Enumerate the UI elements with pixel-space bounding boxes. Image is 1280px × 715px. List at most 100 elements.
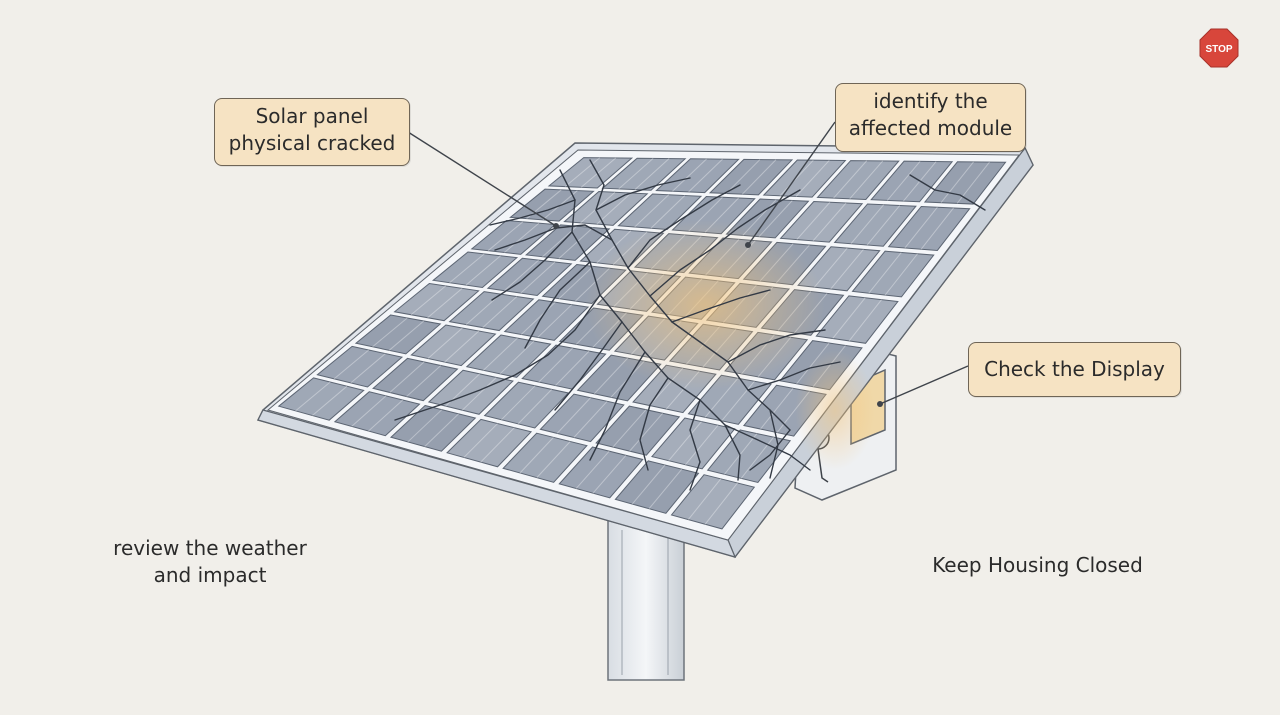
callout-identify-module: identify the affected module bbox=[835, 83, 1026, 152]
cell-sheen-line bbox=[631, 464, 666, 505]
callout-cracked-line2: physical cracked bbox=[228, 131, 396, 155]
cell-sheen-line bbox=[779, 159, 814, 197]
callout-module-line1: identify the bbox=[873, 89, 988, 113]
solar-cell bbox=[815, 295, 899, 344]
cell-sheen-line bbox=[503, 259, 539, 292]
cell-sheen-line bbox=[618, 157, 654, 190]
cell-sheen-line bbox=[556, 397, 591, 434]
cell-sheen-line bbox=[480, 427, 515, 463]
cell-sheen-line bbox=[920, 207, 954, 250]
leader-lines bbox=[407, 121, 969, 407]
cell-sheen-line bbox=[312, 385, 348, 416]
solar-cell bbox=[427, 369, 514, 415]
solar-cell bbox=[333, 391, 421, 437]
cell-sheen-line bbox=[634, 194, 670, 228]
solar-cell bbox=[779, 200, 864, 243]
solar-cell bbox=[393, 282, 480, 322]
cell-sheen-line bbox=[558, 227, 594, 259]
solar-cell bbox=[354, 314, 442, 355]
solar-cell bbox=[372, 357, 459, 402]
cell-sheen-line bbox=[884, 253, 918, 296]
cell-sheen-line bbox=[372, 317, 408, 348]
crack-lines bbox=[394, 159, 986, 491]
cell-sheen-line bbox=[833, 160, 868, 199]
cell-sheen-line bbox=[424, 413, 459, 447]
cell-sheen-line bbox=[487, 221, 524, 252]
cell-sheen-line bbox=[795, 159, 830, 197]
cell-sheen-line bbox=[517, 389, 553, 425]
solar-cell bbox=[558, 446, 644, 499]
solar-cell bbox=[446, 418, 533, 468]
solar-cell bbox=[483, 381, 570, 429]
cell-sheen-line bbox=[461, 377, 497, 411]
display-glow bbox=[795, 350, 875, 470]
cell-sheen-line bbox=[672, 158, 707, 192]
cell-sheen-line bbox=[389, 361, 425, 393]
callout-solar-panel-cracked: Solar panel physical cracked bbox=[214, 98, 410, 166]
leader-cracked bbox=[407, 131, 557, 227]
cell-sheen-line bbox=[520, 301, 556, 335]
solar-cell bbox=[851, 250, 935, 298]
leader-module bbox=[747, 121, 836, 246]
cell-sheen-line bbox=[295, 381, 331, 412]
cell-sheen-line bbox=[758, 200, 793, 237]
cell-sheen-line bbox=[704, 482, 738, 525]
solar-cell bbox=[887, 205, 971, 251]
solar-cell bbox=[465, 334, 552, 378]
cell-sheen-line bbox=[650, 195, 686, 229]
cell-sheen-line bbox=[760, 387, 794, 430]
cell-sheen-line bbox=[564, 157, 601, 187]
cell-sheen-line bbox=[580, 191, 616, 224]
cell-sheen-line bbox=[812, 202, 847, 242]
cell-sheen-line bbox=[501, 385, 536, 421]
cell-sheen-line bbox=[796, 201, 831, 240]
cell-sheen-line bbox=[721, 380, 755, 422]
callout-module-line2: affected module bbox=[848, 116, 1013, 140]
solar-cell bbox=[389, 404, 477, 452]
cell-sheen-line bbox=[580, 157, 617, 188]
cell-sheen-line bbox=[575, 450, 610, 489]
solar-cell bbox=[509, 188, 595, 222]
solar-cell bbox=[316, 345, 404, 388]
cell-sheen-line bbox=[427, 327, 463, 359]
cell-sheen-line bbox=[388, 320, 425, 351]
cell-sheen-line bbox=[741, 159, 777, 195]
cell-sheen-line bbox=[850, 204, 885, 245]
callout-cracked-line1: Solar panel bbox=[255, 104, 369, 128]
solar-cell bbox=[277, 377, 365, 421]
cell-sheen-line bbox=[542, 225, 578, 258]
cell-sheen-line bbox=[648, 468, 683, 510]
cell-sheen-line bbox=[612, 409, 647, 448]
solar-cell bbox=[547, 157, 634, 189]
solar-cell bbox=[601, 157, 687, 191]
solar-cell bbox=[923, 161, 1007, 205]
cell-sheen-line bbox=[427, 287, 463, 319]
cell-sheen-line bbox=[886, 161, 921, 201]
solar-cell bbox=[833, 203, 917, 247]
affected-area-glow bbox=[585, 220, 825, 390]
solar-cell bbox=[614, 460, 700, 514]
note-housing-text: Keep Housing Closed bbox=[932, 553, 1143, 577]
solar-cell bbox=[655, 158, 740, 194]
cell-sheen-line bbox=[629, 412, 664, 452]
solar-cell bbox=[524, 224, 611, 261]
solar-cell bbox=[431, 251, 519, 289]
cell-sheen-line bbox=[520, 261, 556, 294]
cell-sheen-line bbox=[558, 266, 594, 300]
cell-sheen-line bbox=[449, 253, 485, 284]
cell-sheen-line bbox=[849, 160, 884, 200]
cell-sheen-line bbox=[407, 409, 443, 443]
solar-cell bbox=[539, 393, 625, 443]
solar-cell bbox=[502, 432, 588, 483]
cell-sheen-line bbox=[830, 249, 864, 290]
solar-cell bbox=[448, 291, 535, 332]
cell-sheen-line bbox=[537, 304, 573, 338]
cell-sheen-line bbox=[724, 433, 758, 475]
solar-cell bbox=[870, 160, 954, 203]
solar-cell bbox=[410, 324, 497, 367]
cell-sheen-line bbox=[596, 192, 632, 225]
solar-cell bbox=[595, 405, 681, 456]
cell-sheen-line bbox=[668, 421, 702, 461]
cell-sheen-line bbox=[499, 340, 535, 375]
solar-cell bbox=[762, 159, 847, 198]
